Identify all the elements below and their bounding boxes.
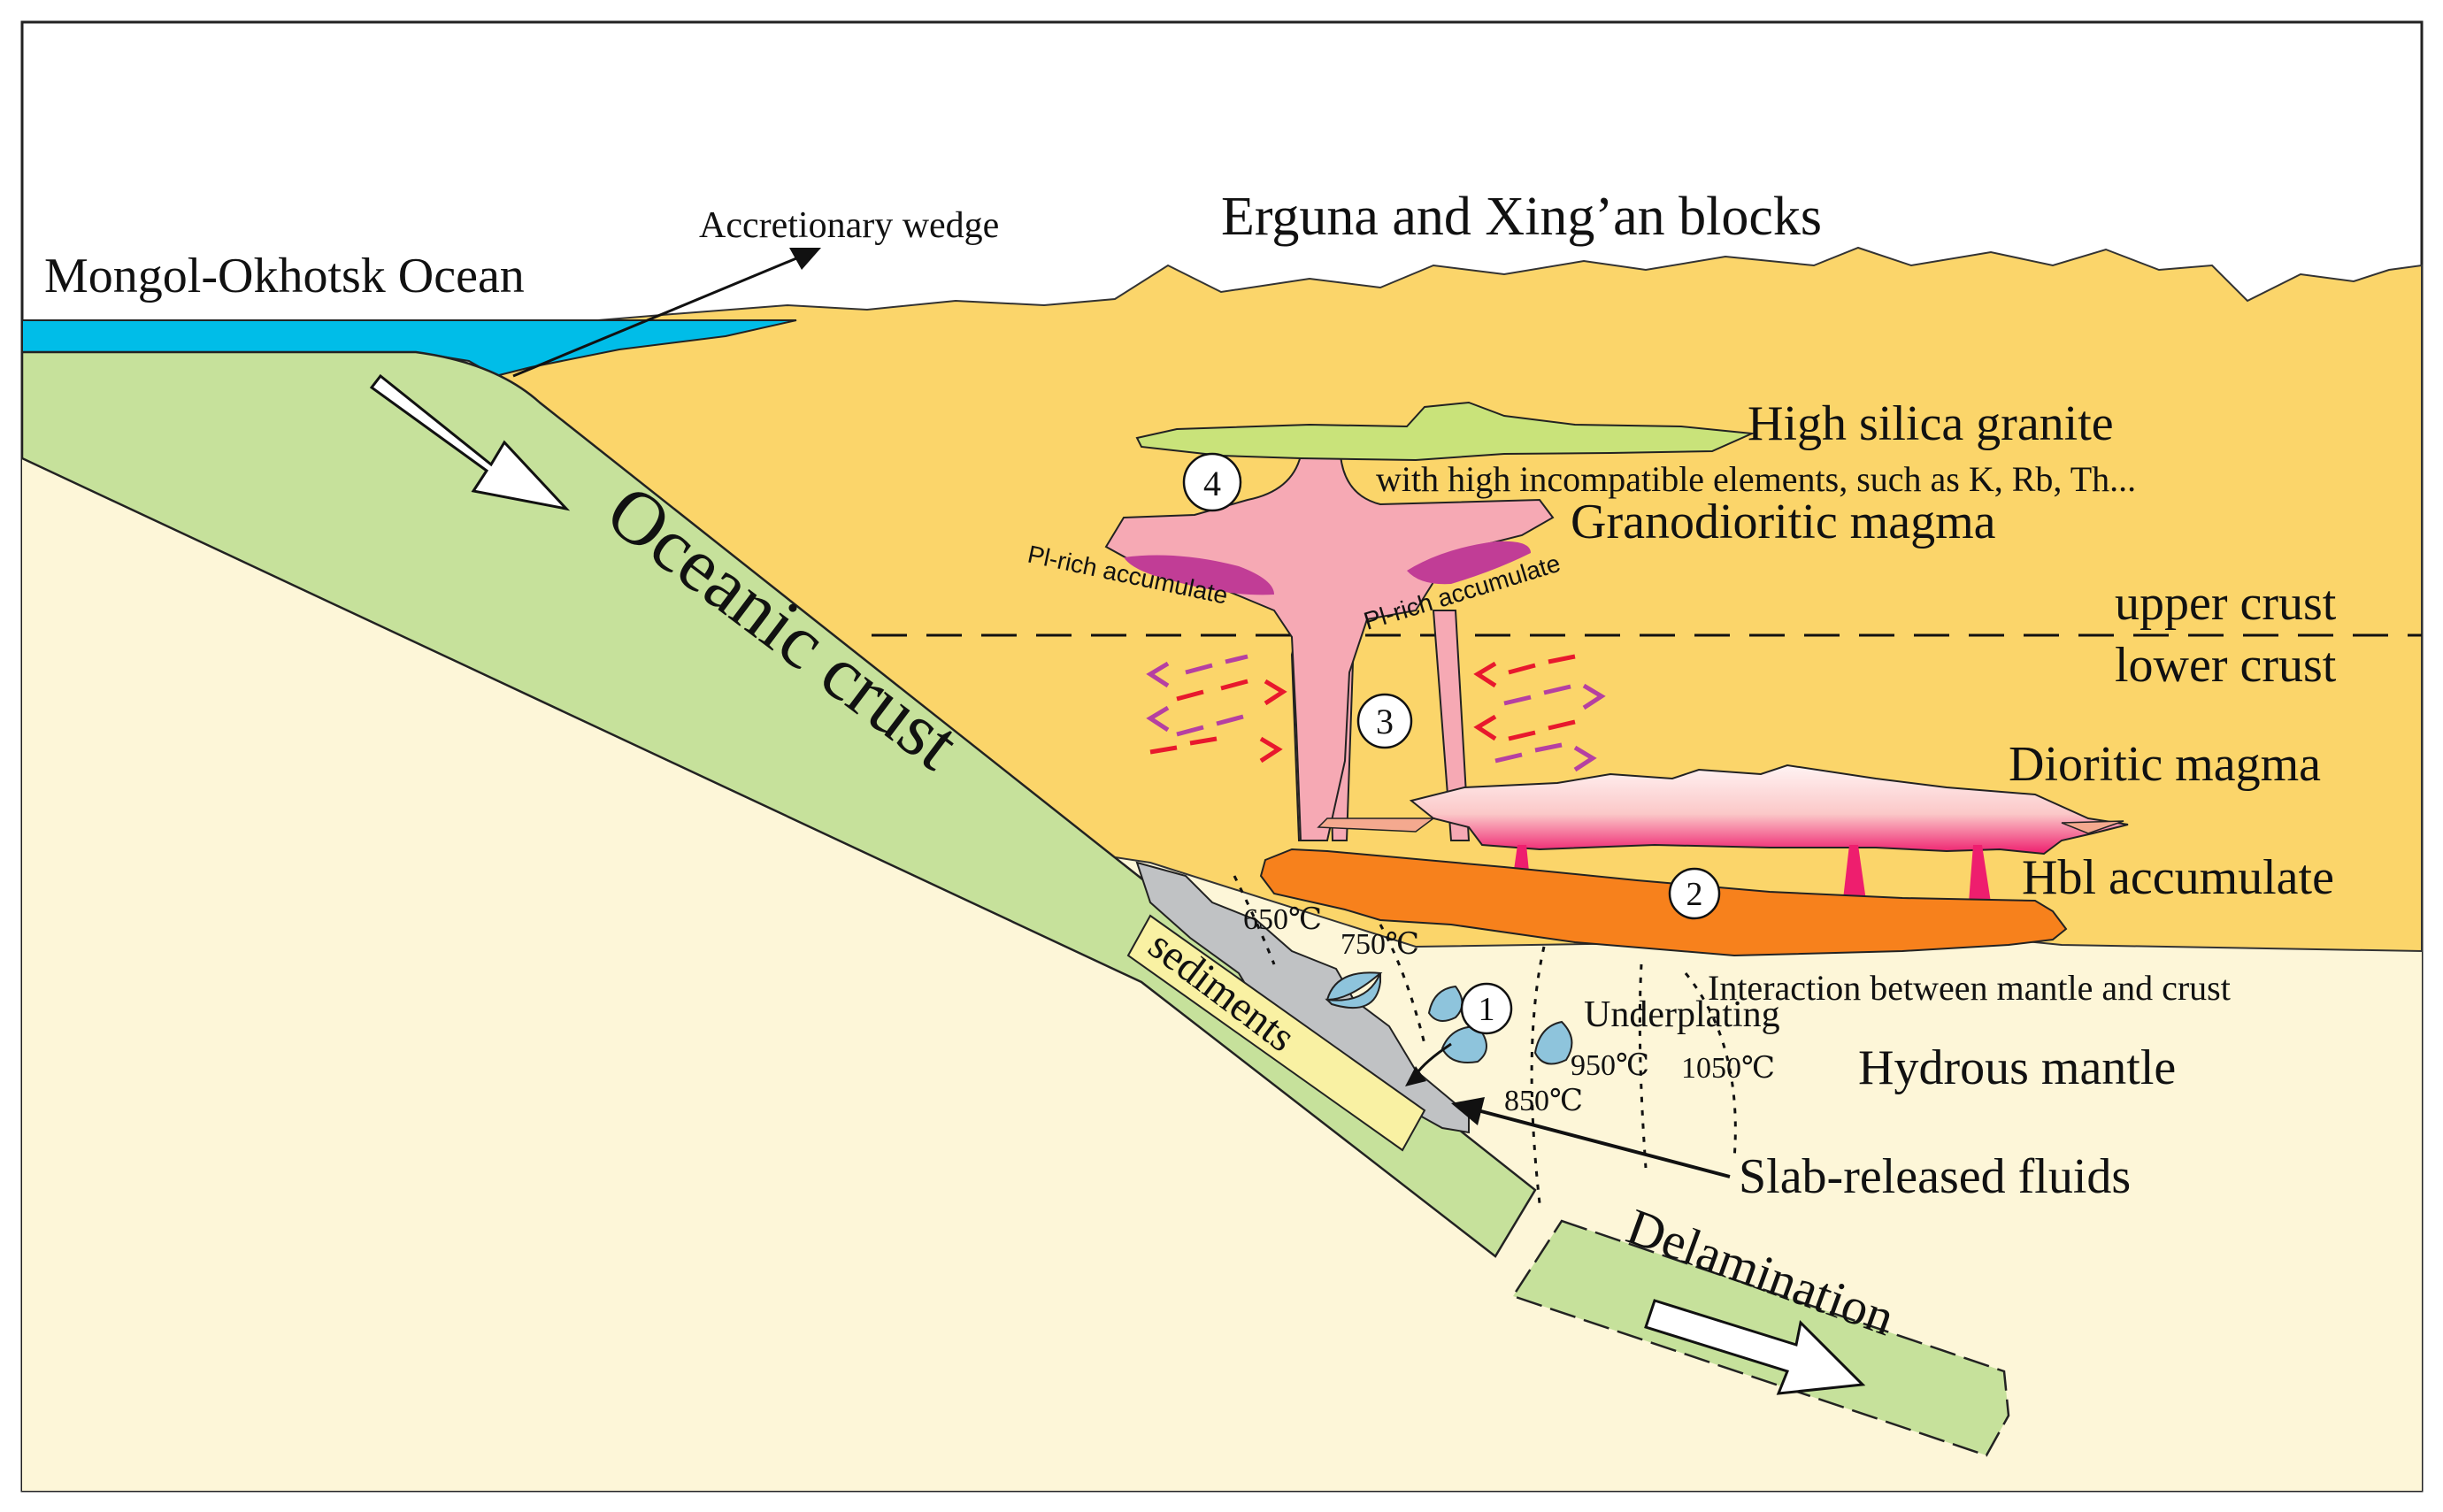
stage-marker-3: 3 (1356, 693, 1413, 749)
temp-850: 850℃ (1504, 1085, 1583, 1117)
crustal-interaction-arrows-right (1473, 654, 1606, 772)
arrow-red-left-3 (1473, 661, 1497, 688)
stage-marker-1: 1 (1460, 982, 1513, 1035)
label-slab-fluids: Slab-released fluids (1739, 1149, 2131, 1204)
dash-l-4 (1149, 736, 1218, 755)
arrow-purple-right-4 (1573, 745, 1597, 772)
dash-r-3 (1508, 719, 1576, 741)
dioritic-tail-right (2061, 820, 2124, 834)
dioritic-tail-left (1317, 817, 1436, 833)
label-diorite: Dioritic magma (2009, 737, 2321, 792)
temp-750: 750℃ (1341, 928, 1419, 961)
dioritic-magma-body (1409, 764, 2129, 856)
dash-r-4 (1494, 742, 1563, 764)
label-granite-title: High silica granite (1748, 396, 2114, 451)
temp-650: 650℃ (1243, 903, 1322, 936)
label-wedge: Accretionary wedge (699, 205, 999, 246)
arrow-red-left-2 (1146, 705, 1170, 733)
arrow-red-left-4 (1473, 714, 1497, 741)
svg-text:3: 3 (1376, 702, 1394, 741)
arrow-purple-right-1 (1264, 679, 1287, 706)
isotherm-750 (1379, 924, 1426, 1045)
slab-fluids-arrow (1477, 1109, 1731, 1178)
melt-drop-4 (1533, 1020, 1573, 1065)
melt-ascent-arrowhead (1405, 1066, 1426, 1086)
dash-r-2 (1503, 684, 1571, 706)
hbl-accumulate-body (1259, 848, 2068, 957)
label-granite-detail: with high incompatible elements, such as… (1376, 459, 2136, 499)
wedge-leader-arrowhead (789, 248, 821, 270)
wedge-leader-arrow (512, 257, 797, 378)
melt-drop-1 (1325, 971, 1383, 1009)
isotherms (1233, 875, 1737, 1204)
label-upper-crust: upper crust (2115, 576, 2337, 631)
pl-accumulate-right (1407, 541, 1531, 585)
stage-marker-4: 4 (1182, 452, 1242, 512)
isotherm-850 (1530, 946, 1546, 1204)
arrow-purple-right-3 (1582, 683, 1606, 710)
label-underplating: Underplating (1584, 994, 1780, 1035)
melt-drop-3 (1440, 1025, 1487, 1063)
arrow-red-left-1 (1146, 661, 1170, 688)
label-blocks: Erguna and Xing’an blocks (1221, 187, 1822, 247)
temp-1050: 1050℃ (1681, 1052, 1775, 1085)
dash-l-3 (1176, 714, 1244, 737)
svg-text:1: 1 (1479, 991, 1495, 1028)
oceanic-slab (20, 350, 1537, 1258)
delamination-arrow-icon (1644, 1299, 1866, 1395)
svg-text:4: 4 (1203, 464, 1221, 503)
stage-marker-2: 2 (1668, 867, 1721, 920)
feeder-dike-3 (1969, 845, 1991, 902)
granodioritic-magma-body (1104, 455, 1555, 841)
sediments-layer (1126, 914, 1426, 1152)
crustal-interaction-arrows-left (1146, 654, 1287, 764)
isotherm-950 (1638, 963, 1648, 1169)
melt-drops (1325, 971, 1573, 1065)
label-lower-crust: lower crust (2115, 638, 2337, 693)
subduction-arrow-icon (369, 373, 571, 511)
pl-accumulate-left (1124, 555, 1274, 595)
label-granodiorite: Granodioritic magma (1571, 495, 1996, 549)
temp-950: 950℃ (1571, 1049, 1649, 1082)
label-hydrous-mantle: Hydrous mantle (1858, 1040, 2176, 1095)
dash-r-1 (1508, 654, 1576, 675)
dash-l-2 (1176, 679, 1248, 702)
svg-text:2: 2 (1686, 876, 1703, 913)
slab-fluids-arrowhead (1451, 1097, 1485, 1125)
label-ocean: Mongol-Okhotsk Ocean (44, 249, 525, 303)
dash-l-1 (1185, 654, 1248, 675)
magma-conduit-right (1432, 610, 1471, 841)
label-interaction: Interaction between mantle and crust (1708, 968, 2231, 1008)
label-hbl: Hbl accumulate (2022, 850, 2334, 905)
arrow-purple-right-2 (1259, 736, 1283, 764)
high-silica-granite-body (1135, 401, 1755, 462)
feeder-dike-2 (1842, 845, 1867, 907)
